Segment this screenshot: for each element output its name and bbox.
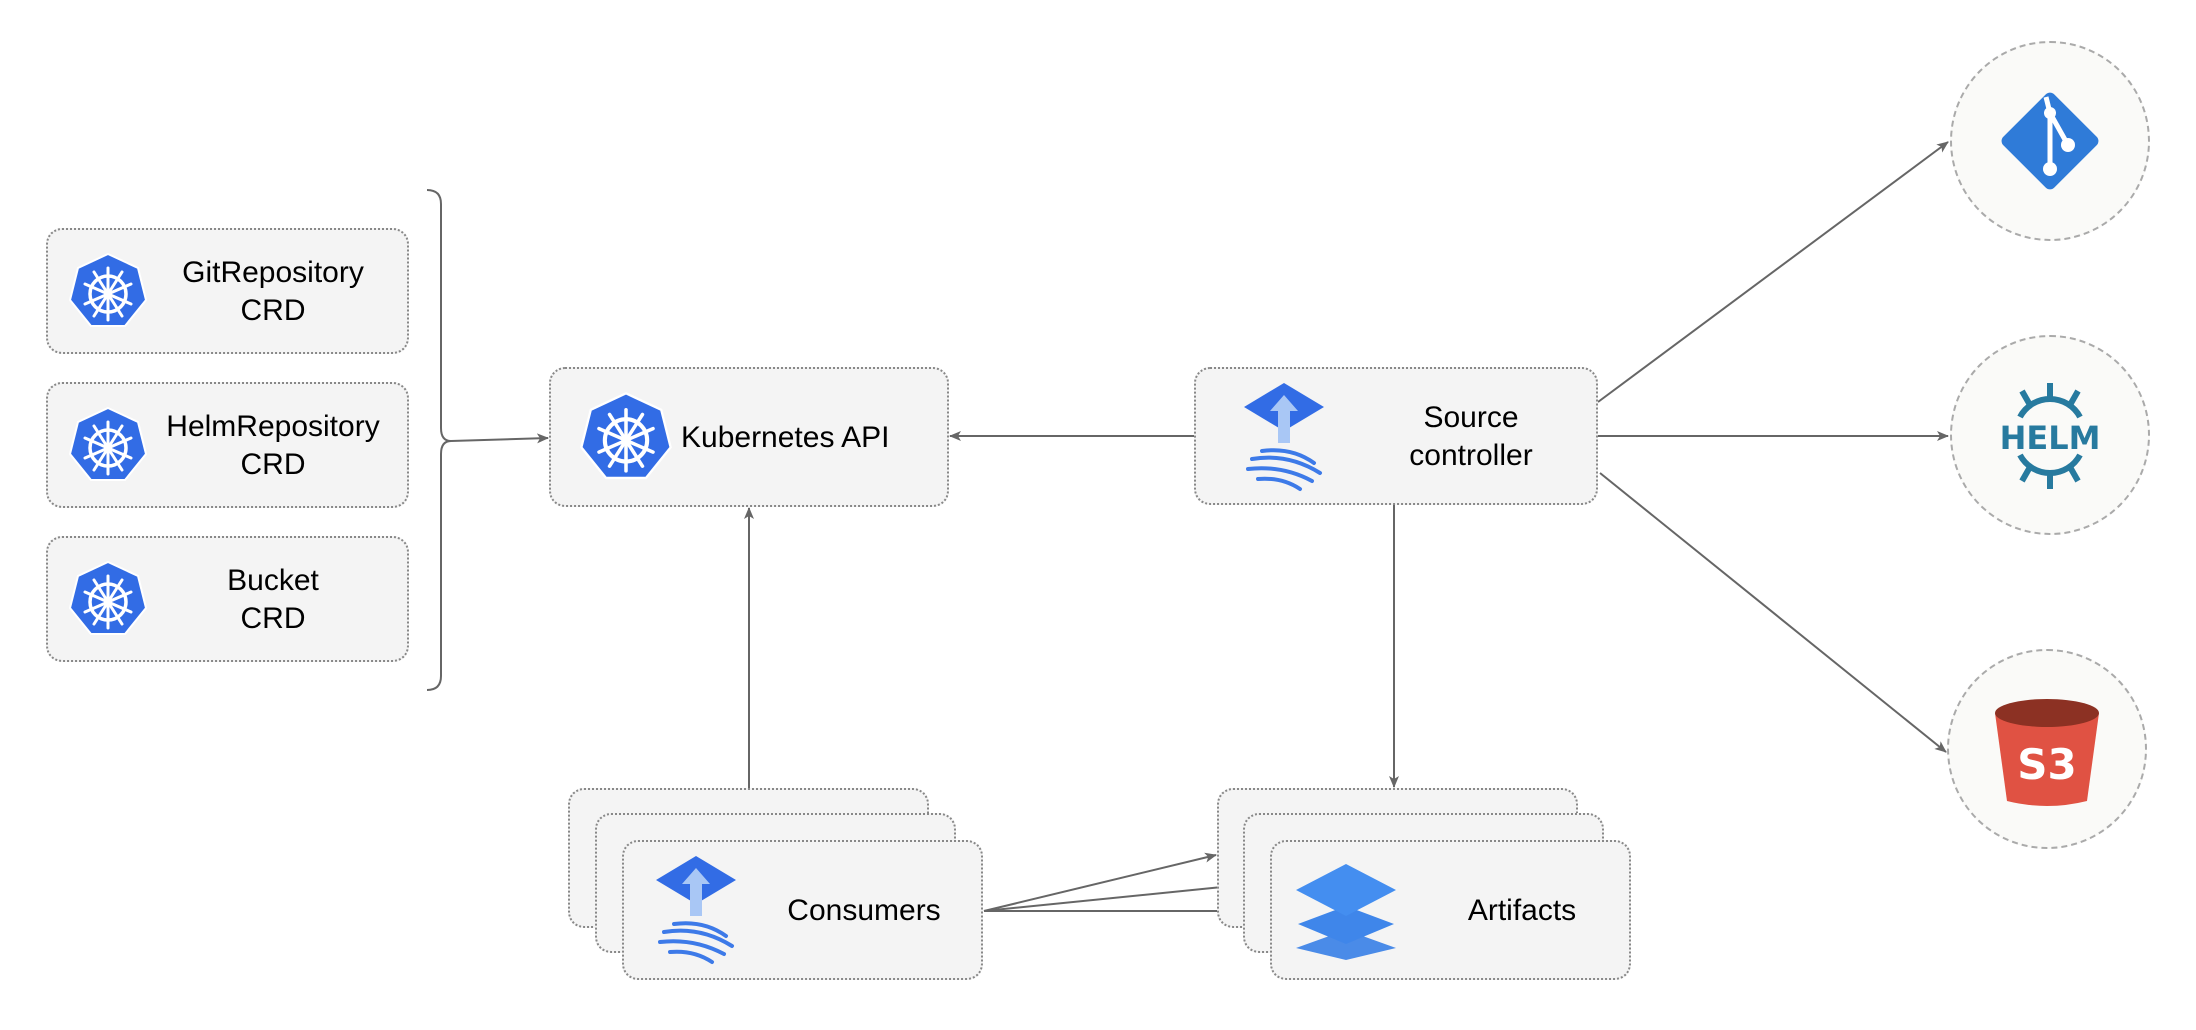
helm-source-node: HELM xyxy=(1950,335,2150,535)
consumers-label: Consumers xyxy=(787,894,941,927)
source-controller-label: Source xyxy=(1423,401,1519,434)
kubernetes-api-node: Kubernetes API xyxy=(549,367,949,507)
flux-icon xyxy=(654,854,738,964)
consumers-node: Consumers xyxy=(622,840,983,980)
layers-icon xyxy=(1296,864,1396,960)
flux-icon xyxy=(1242,381,1326,491)
kubernetes-icon xyxy=(68,406,148,482)
edge-crds-to-api xyxy=(450,433,549,444)
kubernetes-icon xyxy=(68,252,148,328)
artifacts-node: Artifacts xyxy=(1270,840,1631,980)
crd-label-sub: CRD xyxy=(240,602,306,635)
crd-label-sub: CRD xyxy=(240,294,306,327)
source-controller-label-sub: controller xyxy=(1409,439,1533,472)
artifacts-label: Artifacts xyxy=(1467,894,1577,927)
crd-label-sub: CRD xyxy=(240,448,306,481)
crd-label: GitRepository xyxy=(182,256,364,289)
s3-bucket-icon: S3 xyxy=(1995,699,2099,806)
git-icon xyxy=(2001,92,2099,190)
helm-logo-text: HELM xyxy=(2000,419,2101,457)
edge-source-to-git xyxy=(1597,141,1949,403)
source-controller-node: Source controller xyxy=(1194,367,1598,505)
s3-source-node: S3 xyxy=(1947,649,2147,849)
edge-consumers-to-artifacts-1 xyxy=(983,852,1217,912)
crd-label: Bucket xyxy=(227,564,319,597)
s3-logo-text: S3 xyxy=(2017,740,2076,789)
helm-icon: HELM xyxy=(2000,383,2101,489)
edge-consumers-to-artifacts-2 xyxy=(983,881,1243,912)
crd-label: HelmRepository xyxy=(166,410,380,443)
crd-brace xyxy=(426,189,452,691)
git-source-node xyxy=(1950,41,2150,241)
edge-source-to-s3 xyxy=(1599,472,1947,753)
kubernetes-api-label: Kubernetes API xyxy=(681,421,890,454)
kubernetes-icon xyxy=(68,560,148,636)
kubernetes-icon xyxy=(579,391,673,485)
